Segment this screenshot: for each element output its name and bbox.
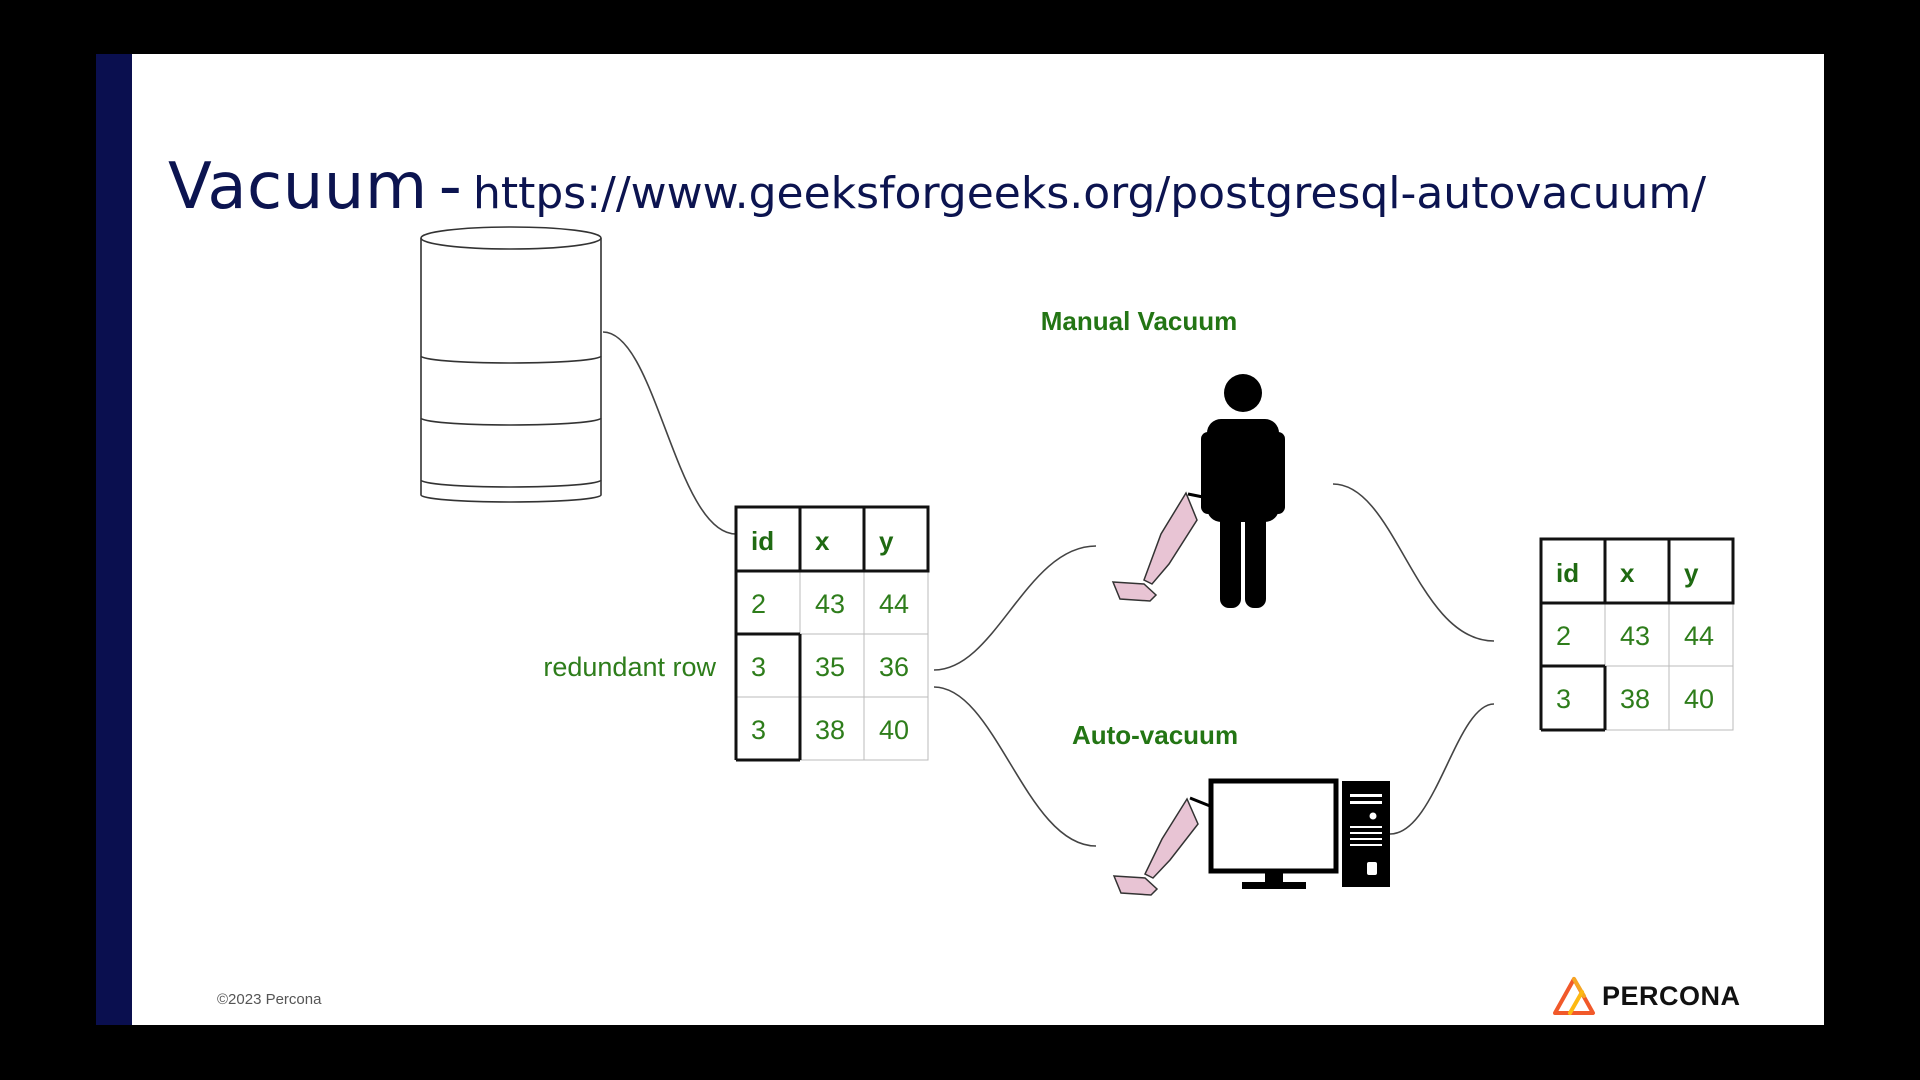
table-cell: 2: [751, 589, 766, 619]
table-cell: 43: [1620, 621, 1650, 651]
table-cell: 40: [879, 715, 909, 745]
connector-lines: [602, 331, 1495, 847]
auto-vacuum-label: Auto-vacuum: [1072, 720, 1238, 750]
table-cell: 44: [879, 589, 909, 619]
manual-vacuum-label: Manual Vacuum: [1041, 306, 1238, 336]
table-cell: 35: [815, 652, 845, 682]
logo-text: PERCONA: [1602, 980, 1741, 1011]
table-header: x: [815, 526, 830, 556]
table-header: y: [1684, 558, 1699, 588]
person-icon: [1201, 374, 1285, 608]
title-text: Vacuum: [168, 150, 428, 224]
database-icon: [420, 226, 602, 503]
title-separator: -: [438, 150, 462, 224]
table-cell: 38: [1620, 684, 1650, 714]
table-header: x: [1620, 558, 1635, 588]
table-cell: 38: [815, 715, 845, 745]
table-before: id x y 2 43 44 3 35 36 3 38 40: [734, 505, 930, 762]
vacuum-diagram: Manual Vacuum Auto-vacuum redundant row …: [420, 226, 1735, 896]
table-after: id x y 2 43 44 3 38 40: [1539, 537, 1735, 732]
slide-title: Vacuum - https://www.geeksforgeeks.org/p…: [168, 150, 1706, 224]
slide: Vacuum - https://www.geeksforgeeks.org/p…: [96, 54, 1824, 1025]
table-cell: 43: [815, 589, 845, 619]
computer-icon: [1208, 778, 1390, 889]
table-header: id: [1556, 558, 1579, 588]
table-cell: 3: [1556, 684, 1571, 714]
table-cell: 3: [751, 715, 766, 745]
title-url-link[interactable]: https://www.geeksforgeeks.org/postgresql…: [472, 168, 1707, 219]
table-cell: 3: [751, 652, 766, 682]
vacuum-cleaner-icon: [1112, 796, 1211, 896]
table-cell: 44: [1684, 621, 1714, 651]
table-cell: 2: [1556, 621, 1571, 651]
percona-logo: PERCONA: [1552, 976, 1741, 1016]
copyright-text: ©2023 Percona: [217, 991, 322, 1008]
vacuum-cleaner-icon: [1111, 491, 1209, 602]
accent-bar: [96, 54, 132, 1025]
redundant-row-label: redundant row: [543, 652, 716, 682]
table-cell: 36: [879, 652, 909, 682]
table-cell: 40: [1684, 684, 1714, 714]
table-header: y: [879, 526, 894, 556]
table-header: id: [751, 526, 774, 556]
percona-logo-icon: [1553, 977, 1595, 1015]
